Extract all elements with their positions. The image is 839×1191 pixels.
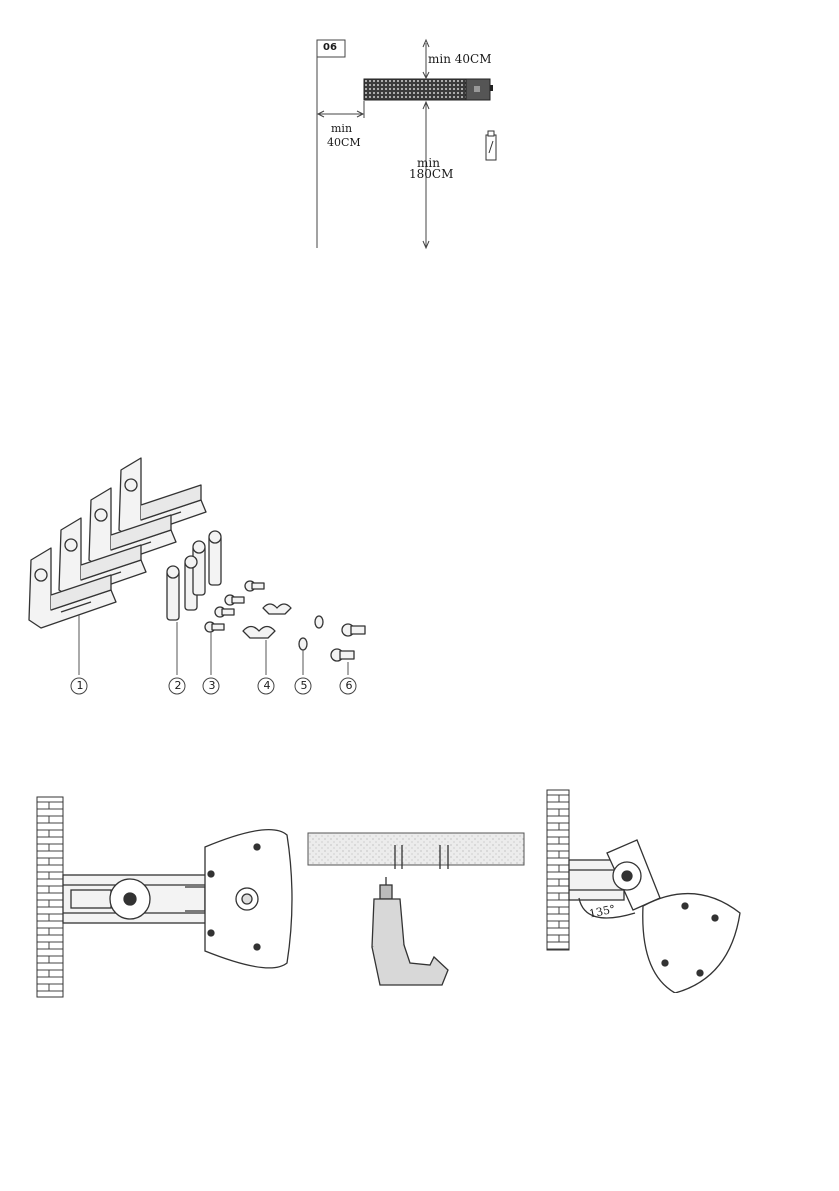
mounting-step-straight: [35, 795, 295, 1000]
parts-diagram: [15, 450, 375, 700]
part-number-6: 6: [344, 679, 354, 692]
part-number-4: 4: [262, 679, 272, 692]
brick-wall: [547, 790, 569, 950]
part-number-2: 2: [173, 679, 183, 692]
part-number-3: 3: [207, 679, 217, 692]
side-clearance-label-2: 40CM: [327, 136, 361, 149]
side-clearance-label-1: min: [331, 122, 352, 135]
ceiling-block: [308, 833, 524, 865]
bolt-icon: [205, 581, 264, 632]
washer-icon: [299, 616, 323, 650]
part-number-5: 5: [299, 679, 309, 692]
top-clearance-label: min 40CM: [428, 52, 492, 66]
drill-icon: [372, 877, 448, 985]
screw-icon: [331, 624, 365, 661]
brick-wall: [37, 797, 63, 997]
heater-grille: [364, 79, 466, 100]
wing-nut-icon: [243, 604, 291, 638]
wall-anchor-icon: [167, 531, 221, 620]
part-number-1: 1: [75, 679, 85, 692]
step-number: 06: [323, 42, 337, 53]
floor-clearance-label-2: 180CM: [409, 167, 453, 181]
heater-plate: [643, 894, 740, 993]
mounting-step-tilted: [545, 788, 745, 993]
mounting-step-drilling: [300, 825, 530, 995]
